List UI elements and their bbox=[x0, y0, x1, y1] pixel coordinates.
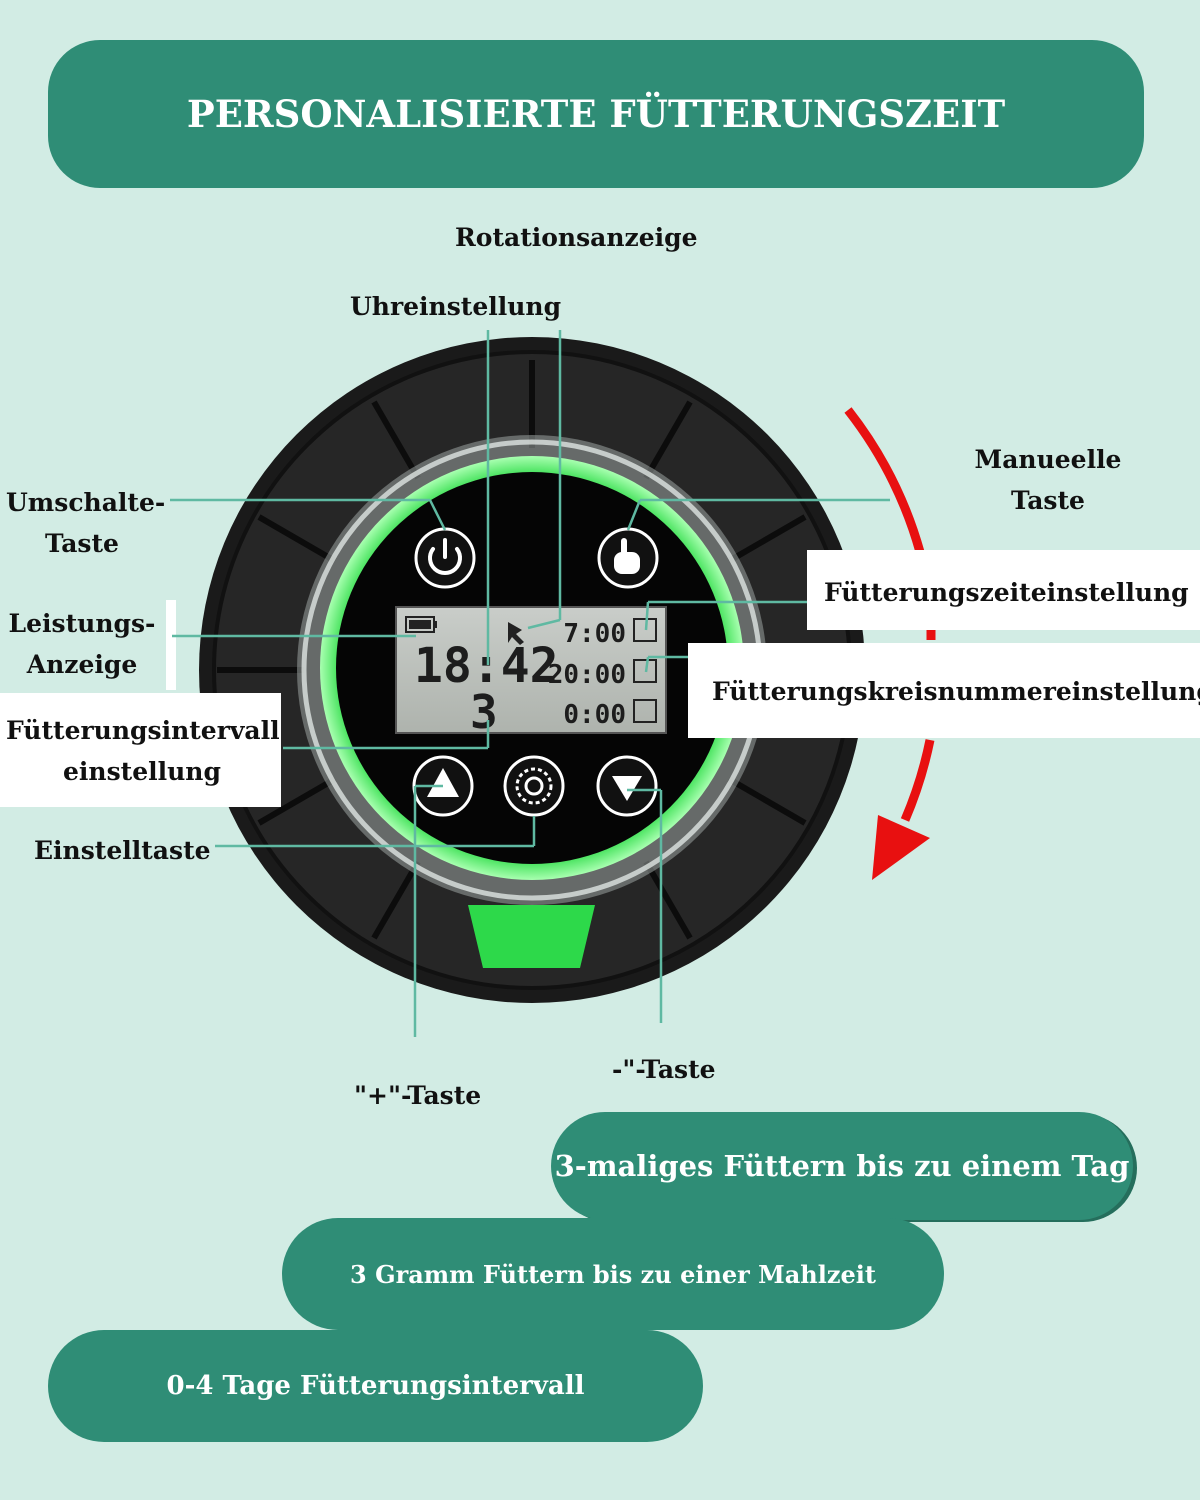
label-minus-button: -"-Taste bbox=[612, 1055, 716, 1084]
label-set-button: Einstelltaste bbox=[34, 836, 211, 865]
food-outlet-window bbox=[468, 905, 595, 968]
power-button[interactable] bbox=[414, 527, 476, 589]
manual-button[interactable] bbox=[597, 527, 659, 589]
label-feeding-time: Fütterungszeiteinstellung bbox=[824, 578, 1189, 607]
label-manual-button: Manueelle Taste bbox=[974, 445, 1122, 515]
label-power-indicator: Leistungs- Anzeige bbox=[8, 609, 156, 679]
title-banner: PERSONALISIERTE FÜTTERUNGSZEIT bbox=[48, 40, 1144, 188]
label-switch-button: Umschalte- Taste bbox=[6, 488, 166, 558]
label-interval-setting: Fütterungsintervall einstellung bbox=[6, 716, 280, 786]
feature-pill-feedings-per-day: 3-maliges Füttern bis zu einem Tag bbox=[551, 1112, 1133, 1220]
gear-icon bbox=[515, 767, 553, 805]
page-title: PERSONALISIERTE FÜTTERUNGSZEIT bbox=[186, 92, 1006, 136]
lcd-time-2: 20:00 bbox=[548, 660, 626, 690]
lcd-clock: 18:42 bbox=[414, 638, 559, 694]
lcd-time-1: 7:00 bbox=[563, 619, 626, 649]
feature-pill-interval-days: 0-4 Tage Fütterungsintervall bbox=[48, 1330, 703, 1442]
label-clock-setting: Uhreinstellung bbox=[350, 292, 562, 321]
lcd-checkboxes bbox=[633, 618, 657, 723]
up-arrow-icon bbox=[427, 768, 459, 797]
lcd-time-3: 0:00 bbox=[563, 700, 626, 730]
leader-lines bbox=[170, 330, 890, 1037]
hand-icon bbox=[614, 538, 640, 574]
battery-icon bbox=[405, 616, 437, 633]
label-plus-button: "+"-Taste bbox=[354, 1081, 482, 1110]
rotation-direction-arrow bbox=[844, 407, 936, 880]
rotation-icon bbox=[508, 622, 524, 645]
power-icon bbox=[428, 538, 462, 575]
set-button[interactable] bbox=[503, 755, 565, 817]
lcd-interval: 3 bbox=[470, 685, 498, 739]
label-rotation: Rotationsanzeige bbox=[455, 223, 698, 252]
down-arrow-icon bbox=[612, 776, 642, 801]
label-feeding-cycle: Fütterungskreisnummereinstellung bbox=[712, 677, 1200, 706]
feeder-device-illustration: 18:42 3 7:00 20:00 0:00 bbox=[0, 330, 1200, 1037]
feature-pill-grams-per-meal: 3 Gramm Füttern bis zu einer Mahlzeit bbox=[282, 1218, 944, 1330]
minus-button[interactable] bbox=[596, 755, 658, 817]
